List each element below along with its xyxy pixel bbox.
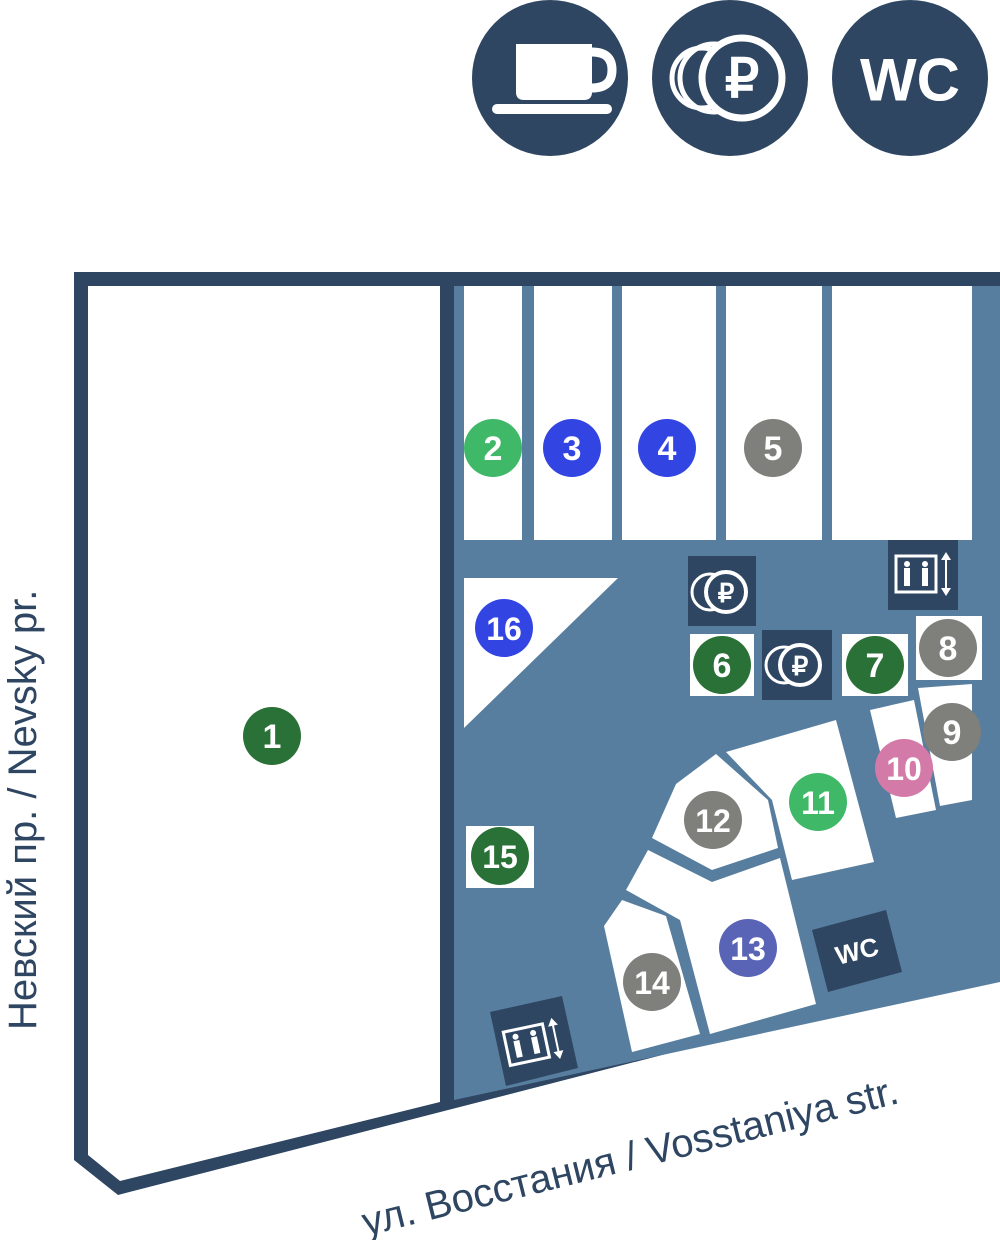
wc-icon-label: WC [860, 47, 960, 114]
store-pin-label: 5 [764, 430, 783, 468]
store-pin[interactable]: 13 [719, 919, 777, 977]
store-pin-label: 3 [563, 430, 582, 468]
street-label-nevsky: Невский пр. / Nevsky pr. [1, 590, 45, 1030]
wc-facility[interactable]: WC [812, 910, 902, 992]
store-pin[interactable]: 9 [923, 703, 981, 761]
store-pin[interactable]: 3 [543, 419, 601, 477]
exchange-point-1[interactable]: ₽ [688, 556, 756, 626]
store-4-area[interactable] [622, 286, 716, 540]
store-pin[interactable]: 4 [638, 419, 696, 477]
store-5-area[interactable] [726, 286, 822, 540]
top-stores [464, 286, 972, 540]
store-pin[interactable]: 12 [684, 791, 742, 849]
store-pin-label: 7 [866, 647, 885, 685]
store-3-area[interactable] [534, 286, 612, 540]
store-pin-label: 13 [730, 931, 766, 967]
ruble-glyph: ₽ [718, 578, 735, 608]
ruble-glyph: ₽ [792, 651, 809, 681]
store-pin[interactable]: 14 [623, 953, 681, 1011]
store-pin-label: 4 [658, 430, 677, 468]
store-pin[interactable]: 16 [475, 599, 533, 657]
store-pin[interactable]: 15 [471, 827, 529, 885]
store-pin-label: 16 [486, 611, 522, 647]
elevator-icon[interactable] [490, 996, 578, 1086]
store-pin-label: 14 [634, 965, 670, 1001]
store-pins: 1 2 3 4 5 6 7 8 9 10 11 12 13 14 15 16 [243, 419, 981, 1011]
store-pin-label: 1 [263, 718, 282, 756]
currency-exchange-icon[interactable]: ₽ [652, 0, 808, 156]
store-pin-label: 6 [713, 647, 732, 685]
store-pin[interactable]: 6 [693, 636, 751, 694]
store-pin-label: 15 [482, 839, 518, 875]
store-pin[interactable]: 8 [919, 619, 977, 677]
store-5b-area[interactable] [832, 286, 972, 540]
wc-icon[interactable]: WC [832, 0, 988, 156]
store-pin-label: 9 [943, 714, 962, 752]
store-pin[interactable]: 2 [464, 419, 522, 477]
store-pin-label: 11 [801, 785, 835, 821]
store-pin[interactable]: 10 [875, 739, 933, 797]
store-pin[interactable]: 5 [744, 419, 802, 477]
store-pin-label: 8 [939, 630, 958, 668]
store-pin[interactable]: 1 [243, 707, 301, 765]
store-pin-label: 2 [484, 430, 503, 468]
exchange-point-2[interactable]: ₽ [762, 630, 832, 700]
legend: ₽ WC [472, 0, 988, 156]
store-pin[interactable]: 7 [846, 636, 904, 694]
store-pin-label: 10 [886, 751, 922, 787]
store-pin[interactable]: 11 [789, 773, 847, 831]
cafe-icon[interactable] [472, 0, 628, 156]
ruble-glyph: ₽ [725, 49, 759, 109]
store-pin-label: 12 [695, 803, 731, 839]
store-2-area[interactable] [464, 286, 522, 540]
elevator-icon[interactable] [888, 540, 958, 610]
